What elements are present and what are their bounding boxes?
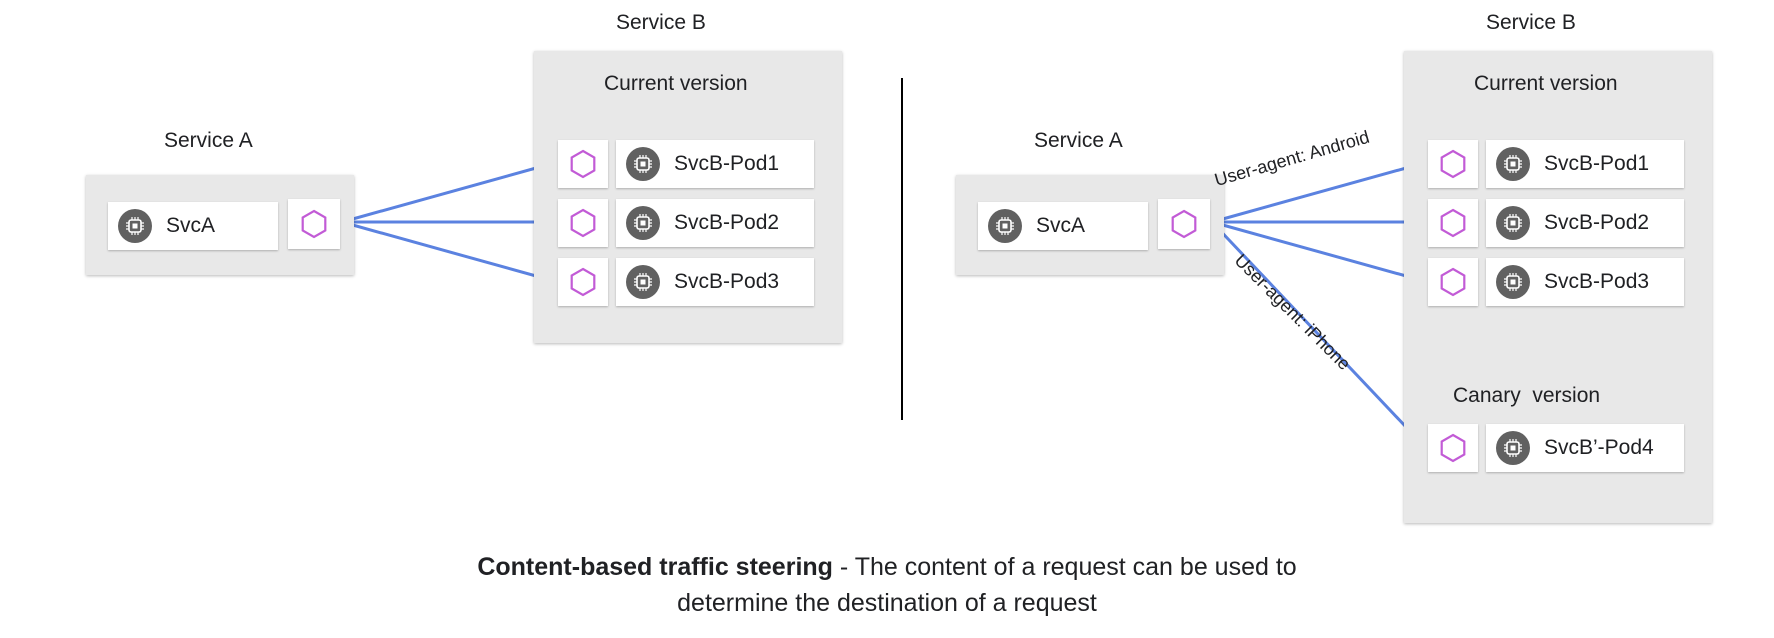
right-svca-label: SvcA bbox=[1036, 214, 1086, 237]
caption-line-2: determine the destination of a request bbox=[677, 589, 1097, 617]
arrow-left-to-pod3 bbox=[341, 220, 555, 284]
chip-icon bbox=[1496, 206, 1530, 240]
chip-icon bbox=[1496, 431, 1530, 465]
left-current-version-title: Current version bbox=[604, 72, 748, 95]
right-pod4-proxy bbox=[1428, 424, 1478, 472]
chip-icon bbox=[1496, 265, 1530, 299]
center-divider bbox=[901, 78, 903, 420]
right-pod1-label: SvcB-Pod1 bbox=[1544, 152, 1650, 175]
left-svca-label: SvcA bbox=[166, 214, 216, 237]
caption-bold: Content-based traffic steering bbox=[477, 553, 833, 581]
left-service-a-title: Service A bbox=[164, 129, 253, 152]
right-svca-proxy bbox=[1158, 199, 1210, 249]
chip-icon bbox=[118, 209, 152, 243]
right-pod2-label: SvcB-Pod2 bbox=[1544, 211, 1650, 234]
left-pod2-label: SvcB-Pod2 bbox=[674, 211, 780, 234]
right-service-a-title: Service A bbox=[1034, 129, 1123, 152]
arrow-right-to-pod1 bbox=[1211, 160, 1425, 224]
left-pod3-proxy bbox=[558, 258, 608, 306]
right-pod3-label: SvcB-Pod3 bbox=[1544, 270, 1650, 293]
hexagon-icon bbox=[1440, 149, 1466, 179]
right-pod3: SvcB-Pod3 bbox=[1486, 258, 1684, 306]
hexagon-icon bbox=[1440, 267, 1466, 297]
chip-icon bbox=[1496, 147, 1530, 181]
right-current-version-title: Current version bbox=[1474, 72, 1618, 95]
left-pod1: SvcB-Pod1 bbox=[616, 140, 814, 188]
caption-line-1: Content-based traffic steering - The con… bbox=[0, 549, 1774, 585]
left-pod3-label: SvcB-Pod3 bbox=[674, 270, 780, 293]
left-pod2: SvcB-Pod2 bbox=[616, 199, 814, 247]
right-pod4-label: SvcB’-Pod4 bbox=[1544, 436, 1654, 459]
hexagon-icon bbox=[1440, 433, 1466, 463]
right-pod3-proxy bbox=[1428, 258, 1478, 306]
chip-icon bbox=[626, 206, 660, 240]
hexagon-icon bbox=[570, 208, 596, 238]
right-canary-version-title: Canary version bbox=[1453, 384, 1601, 407]
right-pod1: SvcB-Pod1 bbox=[1486, 140, 1684, 188]
right-canary-pod4: SvcB’-Pod4 bbox=[1486, 424, 1684, 472]
chip-icon bbox=[626, 147, 660, 181]
arrow-right-to-pod3 bbox=[1211, 220, 1425, 284]
left-pod3: SvcB-Pod3 bbox=[616, 258, 814, 306]
left-pod1-label: SvcB-Pod1 bbox=[674, 152, 780, 175]
left-pod1-proxy bbox=[558, 140, 608, 188]
arrow-right-to-canary-pod4 bbox=[1210, 220, 1426, 448]
left-pod2-proxy bbox=[558, 199, 608, 247]
chip-icon bbox=[626, 265, 660, 299]
right-pod2-proxy bbox=[1428, 199, 1478, 247]
hexagon-icon bbox=[1171, 209, 1197, 239]
chip-icon bbox=[988, 209, 1022, 243]
hexagon-icon bbox=[570, 149, 596, 179]
left-service-b-title: Service B bbox=[616, 11, 706, 34]
right-service-b-title: Service B bbox=[1486, 11, 1576, 34]
caption: Content-based traffic steering - The con… bbox=[0, 549, 1774, 621]
hexagon-icon bbox=[301, 209, 327, 239]
caption-rest: - The content of a request can be used t… bbox=[832, 553, 1297, 581]
right-pod1-proxy bbox=[1428, 140, 1478, 188]
arrow-left-to-pod1 bbox=[341, 160, 555, 224]
right-svca-pod: SvcA bbox=[978, 202, 1148, 250]
right-pod2: SvcB-Pod2 bbox=[1486, 199, 1684, 247]
hexagon-icon bbox=[570, 267, 596, 297]
hexagon-icon bbox=[1440, 208, 1466, 238]
left-svca-proxy bbox=[288, 199, 340, 249]
left-svca-pod: SvcA bbox=[108, 202, 278, 250]
